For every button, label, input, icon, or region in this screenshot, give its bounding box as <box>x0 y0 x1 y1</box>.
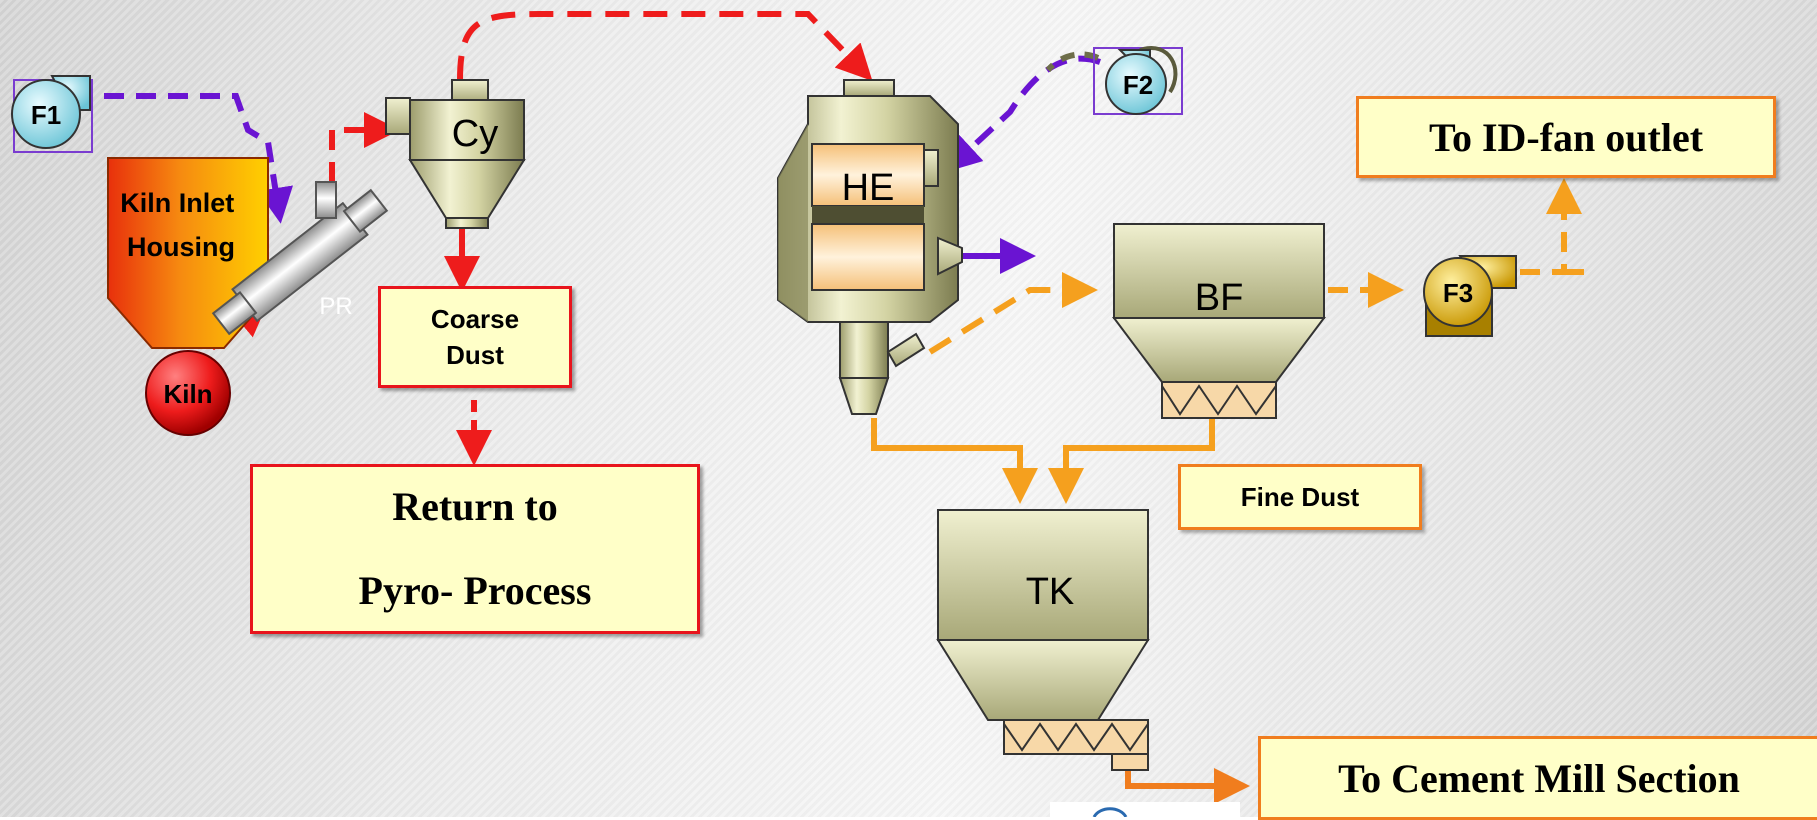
kiln[interactable]: Kiln <box>145 350 231 436</box>
to-id-fan-label: To ID-fan outlet <box>1428 114 1704 160</box>
return-line-1: Return to <box>392 484 558 529</box>
product-flow <box>1125 768 1250 804</box>
bf-label: BF <box>1195 277 1244 319</box>
flow-bf-bottom-to-tk <box>1048 418 1215 504</box>
fine-dust-label: Fine Dust <box>1240 481 1360 512</box>
tk-label: TK <box>1026 571 1075 613</box>
housing-line-1: Kiln Inlet <box>120 188 234 218</box>
pre-reactor-pipe[interactable]: PR <box>209 181 391 339</box>
flow-f2-to-he <box>944 55 1101 173</box>
fine-dust-box: Fine Dust <box>1178 464 1422 530</box>
housing-line-2: Housing <box>127 232 235 262</box>
flow-f1-to-pr <box>72 93 294 224</box>
flow-tk-to-cement-mill <box>1125 768 1250 804</box>
f2-label: F2 <box>1123 70 1153 100</box>
to-id-fan-box: To ID-fan outlet <box>1356 96 1776 178</box>
bag-filter[interactable]: BF <box>1112 223 1326 419</box>
return-line-2: Pyro- Process <box>358 568 592 613</box>
kiln-label: Kiln <box>163 379 212 409</box>
cyclone-label: Cy <box>452 113 498 155</box>
flow-he-to-bf <box>928 272 1098 355</box>
flow-f3-to-id-fan <box>1520 178 1582 275</box>
coarse-dust-line-1: Coarse <box>430 304 520 334</box>
flow-he-bottom-to-tk <box>871 418 1038 504</box>
coarse-dust-box: Coarse Dust <box>378 286 572 388</box>
to-cement-mill-box: To Cement Mill Section <box>1258 736 1817 820</box>
fan-f2[interactable]: F2 <box>1093 46 1183 115</box>
flow-pr-to-cyclone <box>329 112 400 182</box>
return-to-pyro-box: Return to Pyro- Process <box>250 464 700 634</box>
fan-f3[interactable]: F3 <box>1423 255 1517 337</box>
cooling-air-flows <box>72 55 1101 274</box>
he-label: HE <box>842 167 895 209</box>
cyclone[interactable]: Cy <box>385 79 526 229</box>
kiln-inlet-housing-label: Kiln Inlet Housing <box>120 188 242 262</box>
partial-icon <box>1050 802 1240 817</box>
flow-cyclone-to-he <box>457 11 873 81</box>
to-cement-mill-label: To Cement Mill Section <box>1338 755 1740 801</box>
dust-flows <box>871 178 1596 504</box>
fan-f1[interactable]: F1 <box>11 75 93 153</box>
f3-label: F3 <box>1443 278 1473 308</box>
tank[interactable]: TK <box>936 509 1150 771</box>
pr-label: PR <box>319 293 352 320</box>
heat-exchanger[interactable]: HE <box>777 79 963 415</box>
coarse-dust-line-2: Dust <box>446 340 504 370</box>
f1-label: F1 <box>31 100 61 130</box>
